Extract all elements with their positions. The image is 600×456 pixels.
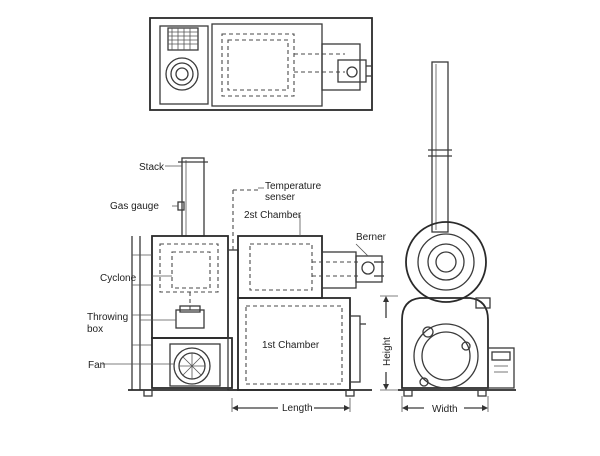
label-first-chamber: 1st Chamber [262, 340, 320, 351]
cyclone-circle [405, 221, 487, 303]
stack-pipe [181, 157, 205, 237]
label-height: Height [382, 337, 393, 366]
label-fan: Fan [88, 360, 105, 371]
label-width: Width [432, 404, 458, 415]
burner-icon [361, 261, 375, 275]
label-temperature: Temperature [265, 181, 322, 192]
label-gas-gauge: Gas gauge [110, 201, 159, 212]
label-box: box [87, 324, 103, 335]
burner-body [355, 255, 383, 283]
gas-gauge-icon [177, 201, 185, 211]
leader-lines [102, 165, 369, 365]
fan-icon [173, 347, 211, 385]
door-circle [413, 323, 479, 389]
label-sensor: senser [265, 192, 296, 203]
hatch-pattern [167, 27, 199, 51]
front-stack [431, 61, 449, 233]
label-burner: Berner [356, 232, 387, 243]
stack-top-circle [165, 57, 199, 91]
label-throwing: Throwing [87, 312, 128, 323]
label-cyclone: Cyclone [100, 273, 137, 284]
burner-top-icon [346, 66, 358, 78]
label-stack: Stack [139, 162, 165, 173]
control-panel [487, 347, 515, 389]
front-view [380, 61, 516, 412]
label-length: Length [282, 403, 313, 414]
side-view [128, 157, 384, 412]
labels: Stack Gas gauge Temperature senser 2st C… [87, 162, 458, 415]
label-second-chamber: 2st Chamber [244, 210, 302, 221]
top-view [149, 17, 373, 111]
throwing-box [175, 309, 205, 329]
